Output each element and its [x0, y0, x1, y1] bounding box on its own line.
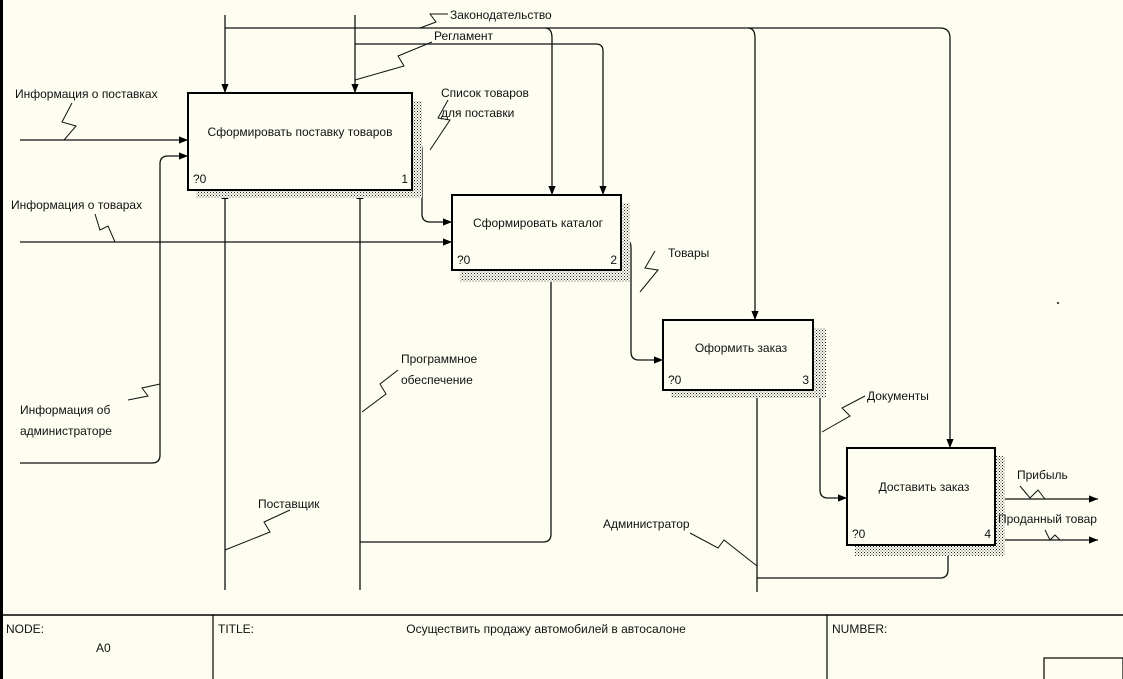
- squiggle-info-tovary: [94, 213, 116, 243]
- box-2-frame: [451, 194, 622, 271]
- box-2-number: 2: [610, 253, 617, 267]
- arrow-info-admin[interactable]: [20, 152, 188, 464]
- squiggle-info-admin: [127, 383, 161, 401]
- label-reglament[interactable]: Регламент: [434, 29, 493, 43]
- footer-number-label: NUMBER:: [832, 622, 887, 636]
- arrow-labels: Законодательство Регламент Информация о …: [11, 8, 1097, 531]
- box-2-title: Сформировать каталог: [473, 216, 604, 230]
- box-3-frame: [662, 319, 814, 391]
- label-spisok-line1[interactable]: Список товаров: [441, 86, 529, 100]
- box-1-cost: ?0: [193, 172, 207, 186]
- label-spisok-line2[interactable]: для поставки: [441, 106, 514, 120]
- label-prodanny-tovar[interactable]: Проданный товар: [998, 512, 1097, 526]
- squiggle-postavshik: [224, 509, 291, 551]
- footer-node-label: NODE:: [6, 622, 44, 636]
- label-connectors: [61, 13, 1061, 567]
- squiggle-reglament: [354, 41, 433, 81]
- arrow-zakon-main[interactable]: [225, 27, 954, 448]
- stray-dot: [1057, 302, 1059, 304]
- label-dokumenty[interactable]: Документы: [867, 389, 929, 403]
- activity-box-2[interactable]: Сформировать каталог ?0 2: [451, 194, 630, 282]
- footer-number-cell: [1043, 657, 1123, 679]
- squiggle-tovary: [639, 250, 659, 293]
- squiggle-info-postavki: [61, 102, 77, 141]
- box-1-number: 1: [401, 172, 408, 186]
- arrow-admin-box4[interactable]: [757, 545, 952, 579]
- box-4-title: Доставить заказ: [879, 480, 970, 494]
- label-info-tovary[interactable]: Информация о товарах: [11, 198, 142, 212]
- squiggle-prodanny: [1044, 529, 1061, 541]
- diagram-footer: NODE: A0 TITLE: Осуществить продажу авто…: [3, 614, 1123, 679]
- squiggle-po: [361, 369, 399, 413]
- activity-box-1[interactable]: Сформировать поставку товаров ?0 1: [187, 92, 422, 198]
- footer-title-value: Осуществить продажу автомобилей в автоса…: [406, 622, 686, 636]
- label-pribyl[interactable]: Прибыль: [1017, 468, 1068, 482]
- arrow-zakon-box3[interactable]: [747, 27, 759, 320]
- label-info-admin-line2[interactable]: администраторе: [20, 424, 112, 438]
- label-po-line1[interactable]: Программное: [401, 352, 477, 366]
- box-1-frame: [187, 92, 413, 191]
- box-4-number: 4: [984, 527, 991, 541]
- arrows: [20, 15, 1098, 592]
- canvas-background: [3, 0, 1123, 679]
- activity-box-3[interactable]: Оформить заказ ?0 3: [662, 319, 826, 398]
- arrow-zakon-box2[interactable]: [544, 27, 556, 195]
- label-tovary[interactable]: Товары: [668, 246, 709, 260]
- label-administrator[interactable]: Администратор: [603, 517, 690, 531]
- box-4-cost: ?0: [852, 527, 866, 541]
- label-info-admin-line1[interactable]: Информация об: [20, 403, 110, 417]
- arrow-reglament-box2[interactable]: [355, 43, 607, 195]
- label-zakonodatelstvo[interactable]: Законодательство: [450, 8, 552, 22]
- squiggle-administrator: [689, 532, 758, 567]
- arrow-po-box2[interactable]: [360, 271, 555, 543]
- squiggle-dokumenty: [821, 395, 866, 433]
- box-3-cost: ?0: [668, 373, 682, 387]
- squiggle-pribyl: [1019, 485, 1046, 500]
- box-2-cost: ?0: [457, 253, 471, 267]
- label-po-line2[interactable]: обеспечение: [401, 373, 473, 387]
- squiggle-spisok: [429, 99, 451, 151]
- footer-node-value: A0: [96, 641, 111, 655]
- box-1-title: Сформировать поставку товаров: [208, 125, 393, 139]
- box-4-frame: [846, 447, 996, 546]
- squiggle-zakon: [419, 13, 448, 29]
- label-postavshik[interactable]: Поставщик: [258, 497, 320, 511]
- activity-box-4[interactable]: Доставить заказ ?0 4: [846, 447, 1005, 556]
- box-3-number: 3: [802, 373, 809, 387]
- box-3-title: Оформить заказ: [695, 341, 788, 355]
- footer-title-label: TITLE:: [218, 622, 254, 636]
- label-info-postavki[interactable]: Информация о поставках: [15, 87, 158, 101]
